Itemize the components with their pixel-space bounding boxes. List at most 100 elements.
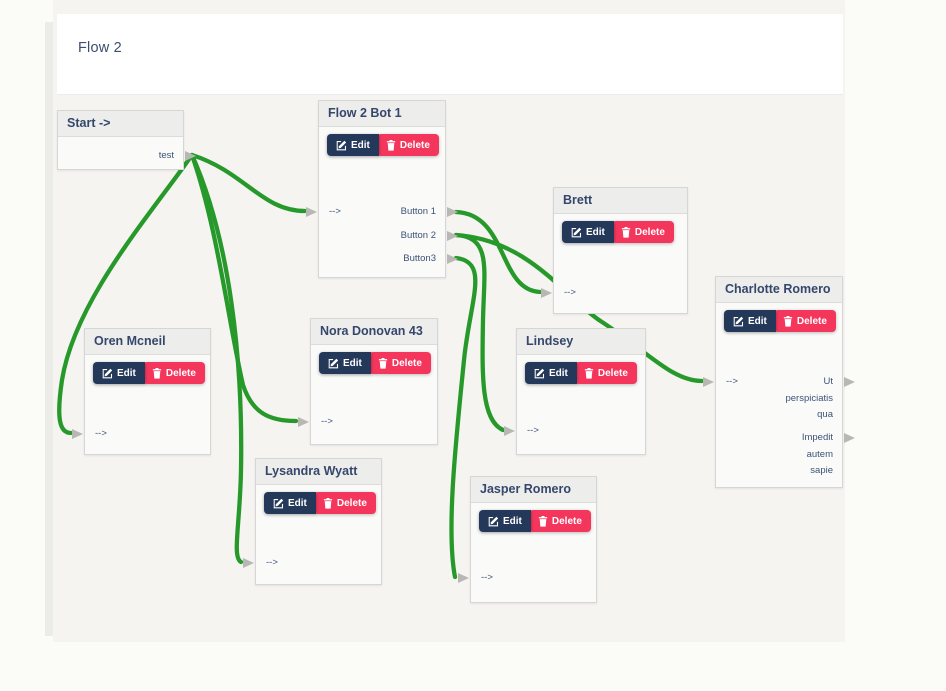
delete-button[interactable]: Delete xyxy=(376,134,439,156)
input-port: --> xyxy=(504,423,645,439)
edit-button[interactable]: Edit xyxy=(264,492,316,514)
trash-icon xyxy=(152,367,162,379)
edge-flow-2-bot-1-button-2-to-charlotte-romero-in[interactable] xyxy=(453,232,705,384)
input-port-label: --> xyxy=(329,206,341,217)
input-port-label: --> xyxy=(527,425,539,436)
output-port-icon[interactable] xyxy=(844,432,855,443)
input-port-label: --> xyxy=(564,287,576,298)
edit-button[interactable]: Edit xyxy=(479,510,531,532)
delete-button[interactable]: Delete xyxy=(773,310,836,332)
edit-button[interactable]: Edit xyxy=(93,362,145,384)
edit-button[interactable]: Edit xyxy=(724,310,776,332)
edit-button-label: Edit xyxy=(351,139,370,151)
node-actions: Edit Delete xyxy=(264,492,381,514)
output-port: Button 1 xyxy=(319,204,458,220)
input-port-icon[interactable] xyxy=(541,287,552,298)
delete-button-label: Delete xyxy=(399,139,430,151)
output-port-label: Button3 xyxy=(403,253,436,264)
edit-button-label: Edit xyxy=(503,515,522,527)
delete-button[interactable]: Delete xyxy=(368,352,431,374)
input-port-icon[interactable] xyxy=(703,376,714,387)
edge-start-test-to-flow-2-bot-1-in[interactable] xyxy=(189,152,308,214)
node-header-jasper-romero[interactable]: Jasper Romero xyxy=(471,477,596,503)
input-port: --> xyxy=(306,204,445,220)
input-port-icon[interactable] xyxy=(458,572,469,583)
output-port-icon[interactable] xyxy=(844,376,855,387)
delete-button[interactable]: Delete xyxy=(142,362,205,384)
trash-icon xyxy=(621,226,631,238)
pencil-square-icon xyxy=(336,140,347,151)
node-title: Charlotte Romero xyxy=(725,282,831,296)
input-port: --> xyxy=(298,414,437,430)
node-header-flow-2-bot-1[interactable]: Flow 2 Bot 1 xyxy=(319,101,445,127)
output-port: test xyxy=(58,148,196,164)
output-port-icon[interactable] xyxy=(447,253,458,264)
edit-button[interactable]: Edit xyxy=(327,134,379,156)
input-port: --> xyxy=(72,426,210,442)
input-port-icon[interactable] xyxy=(298,416,309,427)
input-port-icon[interactable] xyxy=(72,428,83,439)
output-port-icon[interactable] xyxy=(447,230,458,241)
delete-button[interactable]: Delete xyxy=(574,362,637,384)
node-title: Brett xyxy=(563,193,593,207)
node-title: Lysandra Wyatt xyxy=(265,464,358,478)
output-port-label: test xyxy=(158,150,174,161)
pencil-square-icon xyxy=(571,227,582,238)
delete-button[interactable]: Delete xyxy=(528,510,591,532)
node-flow-2-bot-1[interactable]: Flow 2 Bot 1 Edit Delete -->Button 1 Button … xyxy=(306,100,458,278)
edit-button[interactable]: Edit xyxy=(562,221,614,243)
delete-button-label: Delete xyxy=(336,497,367,509)
node-header-start[interactable]: Start -> xyxy=(58,111,183,137)
node-header-charlotte-romero[interactable]: Charlotte Romero xyxy=(716,277,842,303)
node-actions: Edit Delete xyxy=(327,134,445,156)
input-port-icon[interactable] xyxy=(243,557,254,568)
node-nora-donovan-43[interactable]: Nora Donovan 43 Edit Delete --> xyxy=(298,318,438,445)
node-title: Oren Mcneil xyxy=(94,334,166,348)
input-port-label: --> xyxy=(95,428,107,439)
node-header-lysandra-wyatt[interactable]: Lysandra Wyatt xyxy=(256,459,381,485)
trash-icon xyxy=(386,139,396,151)
delete-button[interactable]: Delete xyxy=(313,492,376,514)
delete-button-label: Delete xyxy=(391,357,422,369)
trash-icon xyxy=(538,515,548,527)
output-port: Button 2 xyxy=(319,228,458,244)
edge-flow-2-bot-1-button-1-to-brett-in[interactable] xyxy=(453,209,543,295)
input-port-icon[interactable] xyxy=(306,206,317,217)
pencil-square-icon xyxy=(488,516,499,527)
edit-button-label: Edit xyxy=(748,315,767,327)
input-port-label: --> xyxy=(266,557,278,568)
edit-button[interactable]: Edit xyxy=(319,352,371,374)
output-port-label: Button 2 xyxy=(400,230,436,241)
flow-canvas[interactable] xyxy=(53,0,845,642)
output-port-icon[interactable] xyxy=(185,150,196,161)
trash-icon xyxy=(323,497,333,509)
output-port-label: Ut xyxy=(823,376,834,387)
output-port-label: qua xyxy=(817,409,833,420)
edge-flow-2-bot-1-button-2-to-lindsey-in[interactable] xyxy=(453,232,506,433)
edge-flow-2-bot-1-button-3-to-jasper-romero-in[interactable] xyxy=(449,255,478,580)
node-start[interactable]: Start -> test xyxy=(57,110,196,170)
output-port-icon[interactable] xyxy=(447,206,458,217)
edge-start-test-to-oren-mcneil-in[interactable] xyxy=(57,152,195,436)
edit-button-label: Edit xyxy=(343,357,362,369)
output-port: Button3 xyxy=(319,251,458,267)
node-header-lindsey[interactable]: Lindsey xyxy=(517,329,645,355)
node-header-oren-mcneil[interactable]: Oren Mcneil xyxy=(85,329,210,355)
input-port-icon[interactable] xyxy=(504,425,515,436)
edge-start-test-to-lysandra-wyatt-in[interactable] xyxy=(189,152,244,565)
edit-button[interactable]: Edit xyxy=(525,362,577,384)
node-header-nora-donovan-43[interactable]: Nora Donovan 43 xyxy=(311,319,437,345)
node-title: Lindsey xyxy=(526,334,574,348)
node-header-brett[interactable]: Brett xyxy=(554,188,687,214)
delete-button[interactable]: Delete xyxy=(611,221,674,243)
